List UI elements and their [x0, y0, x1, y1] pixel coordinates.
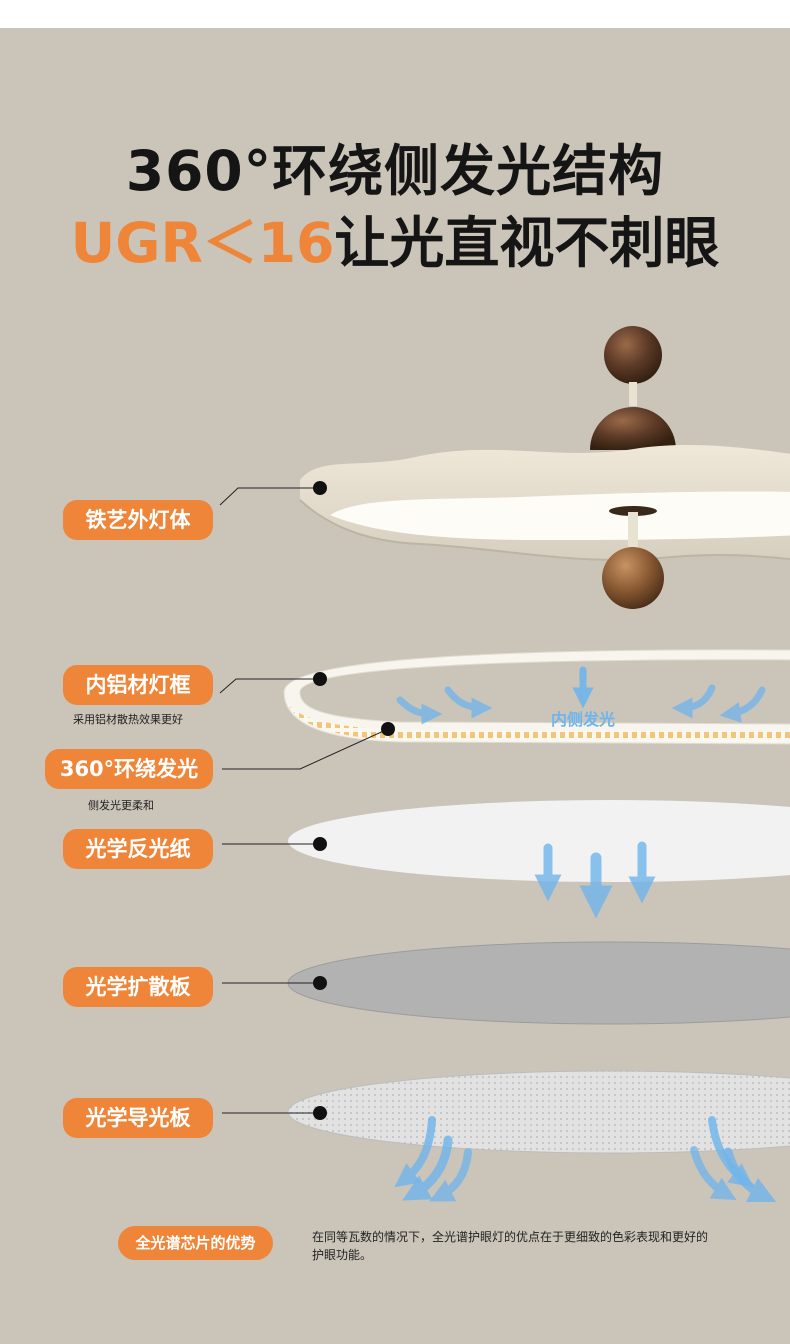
label-outer-lamp-body: 铁艺外灯体: [63, 500, 213, 540]
label-light-guide-plate: 光学导光板: [63, 1098, 213, 1138]
bottom-pendant: [602, 506, 664, 609]
full-spectrum-description: 在同等瓦数的情况下，全光谱护眼灯的优点在于更细致的色彩表现和更好的护眼功能。: [312, 1230, 709, 1262]
full-spectrum-advantage-badge: 全光谱芯片的优势: [118, 1226, 273, 1260]
top-white-strip: [0, 0, 790, 28]
inner-light-caption: 内侧发光: [551, 710, 615, 729]
outer-lamp-body: [299, 445, 790, 562]
leader-lines: [219, 487, 389, 1114]
inner-light-arrows: [396, 666, 766, 725]
ugr-value: UGR＜16: [70, 211, 335, 275]
connector-rod: [629, 382, 637, 406]
diffuser-plate-disc: [287, 941, 790, 1025]
label-360-light: 360°环绕发光: [45, 749, 213, 789]
note-aluminum-frame: 采用铝材散热效果更好: [73, 713, 183, 726]
wood-ball-pendant: [602, 547, 664, 609]
headline-line-2-rest: 让光直视不刺眼: [334, 211, 720, 275]
reflect-arrows: [534, 841, 656, 919]
headline-line-1: 360°环绕侧发光结构: [125, 139, 665, 203]
led-strip: [288, 704, 790, 742]
aluminum-frame-ring: [283, 649, 790, 745]
small-wood-ball: [604, 326, 662, 384]
ceiling-mount: [590, 326, 676, 450]
note-360-light: 侧发光更柔和: [88, 799, 154, 812]
label-diffuser-plate: 光学扩散板: [63, 967, 213, 1007]
leader-dots: [313, 481, 395, 1120]
label-aluminum-frame: 内铝材灯框: [63, 665, 213, 705]
half-wood-ball: [590, 407, 676, 450]
light-guide-plate-disc: [287, 1070, 790, 1154]
reflective-paper-disc: [288, 800, 790, 882]
guide-arrows: [394, 1116, 777, 1203]
headline-line-2: UGR＜16让光直视不刺眼: [0, 208, 790, 278]
label-reflective-paper: 光学反光纸: [63, 829, 213, 869]
